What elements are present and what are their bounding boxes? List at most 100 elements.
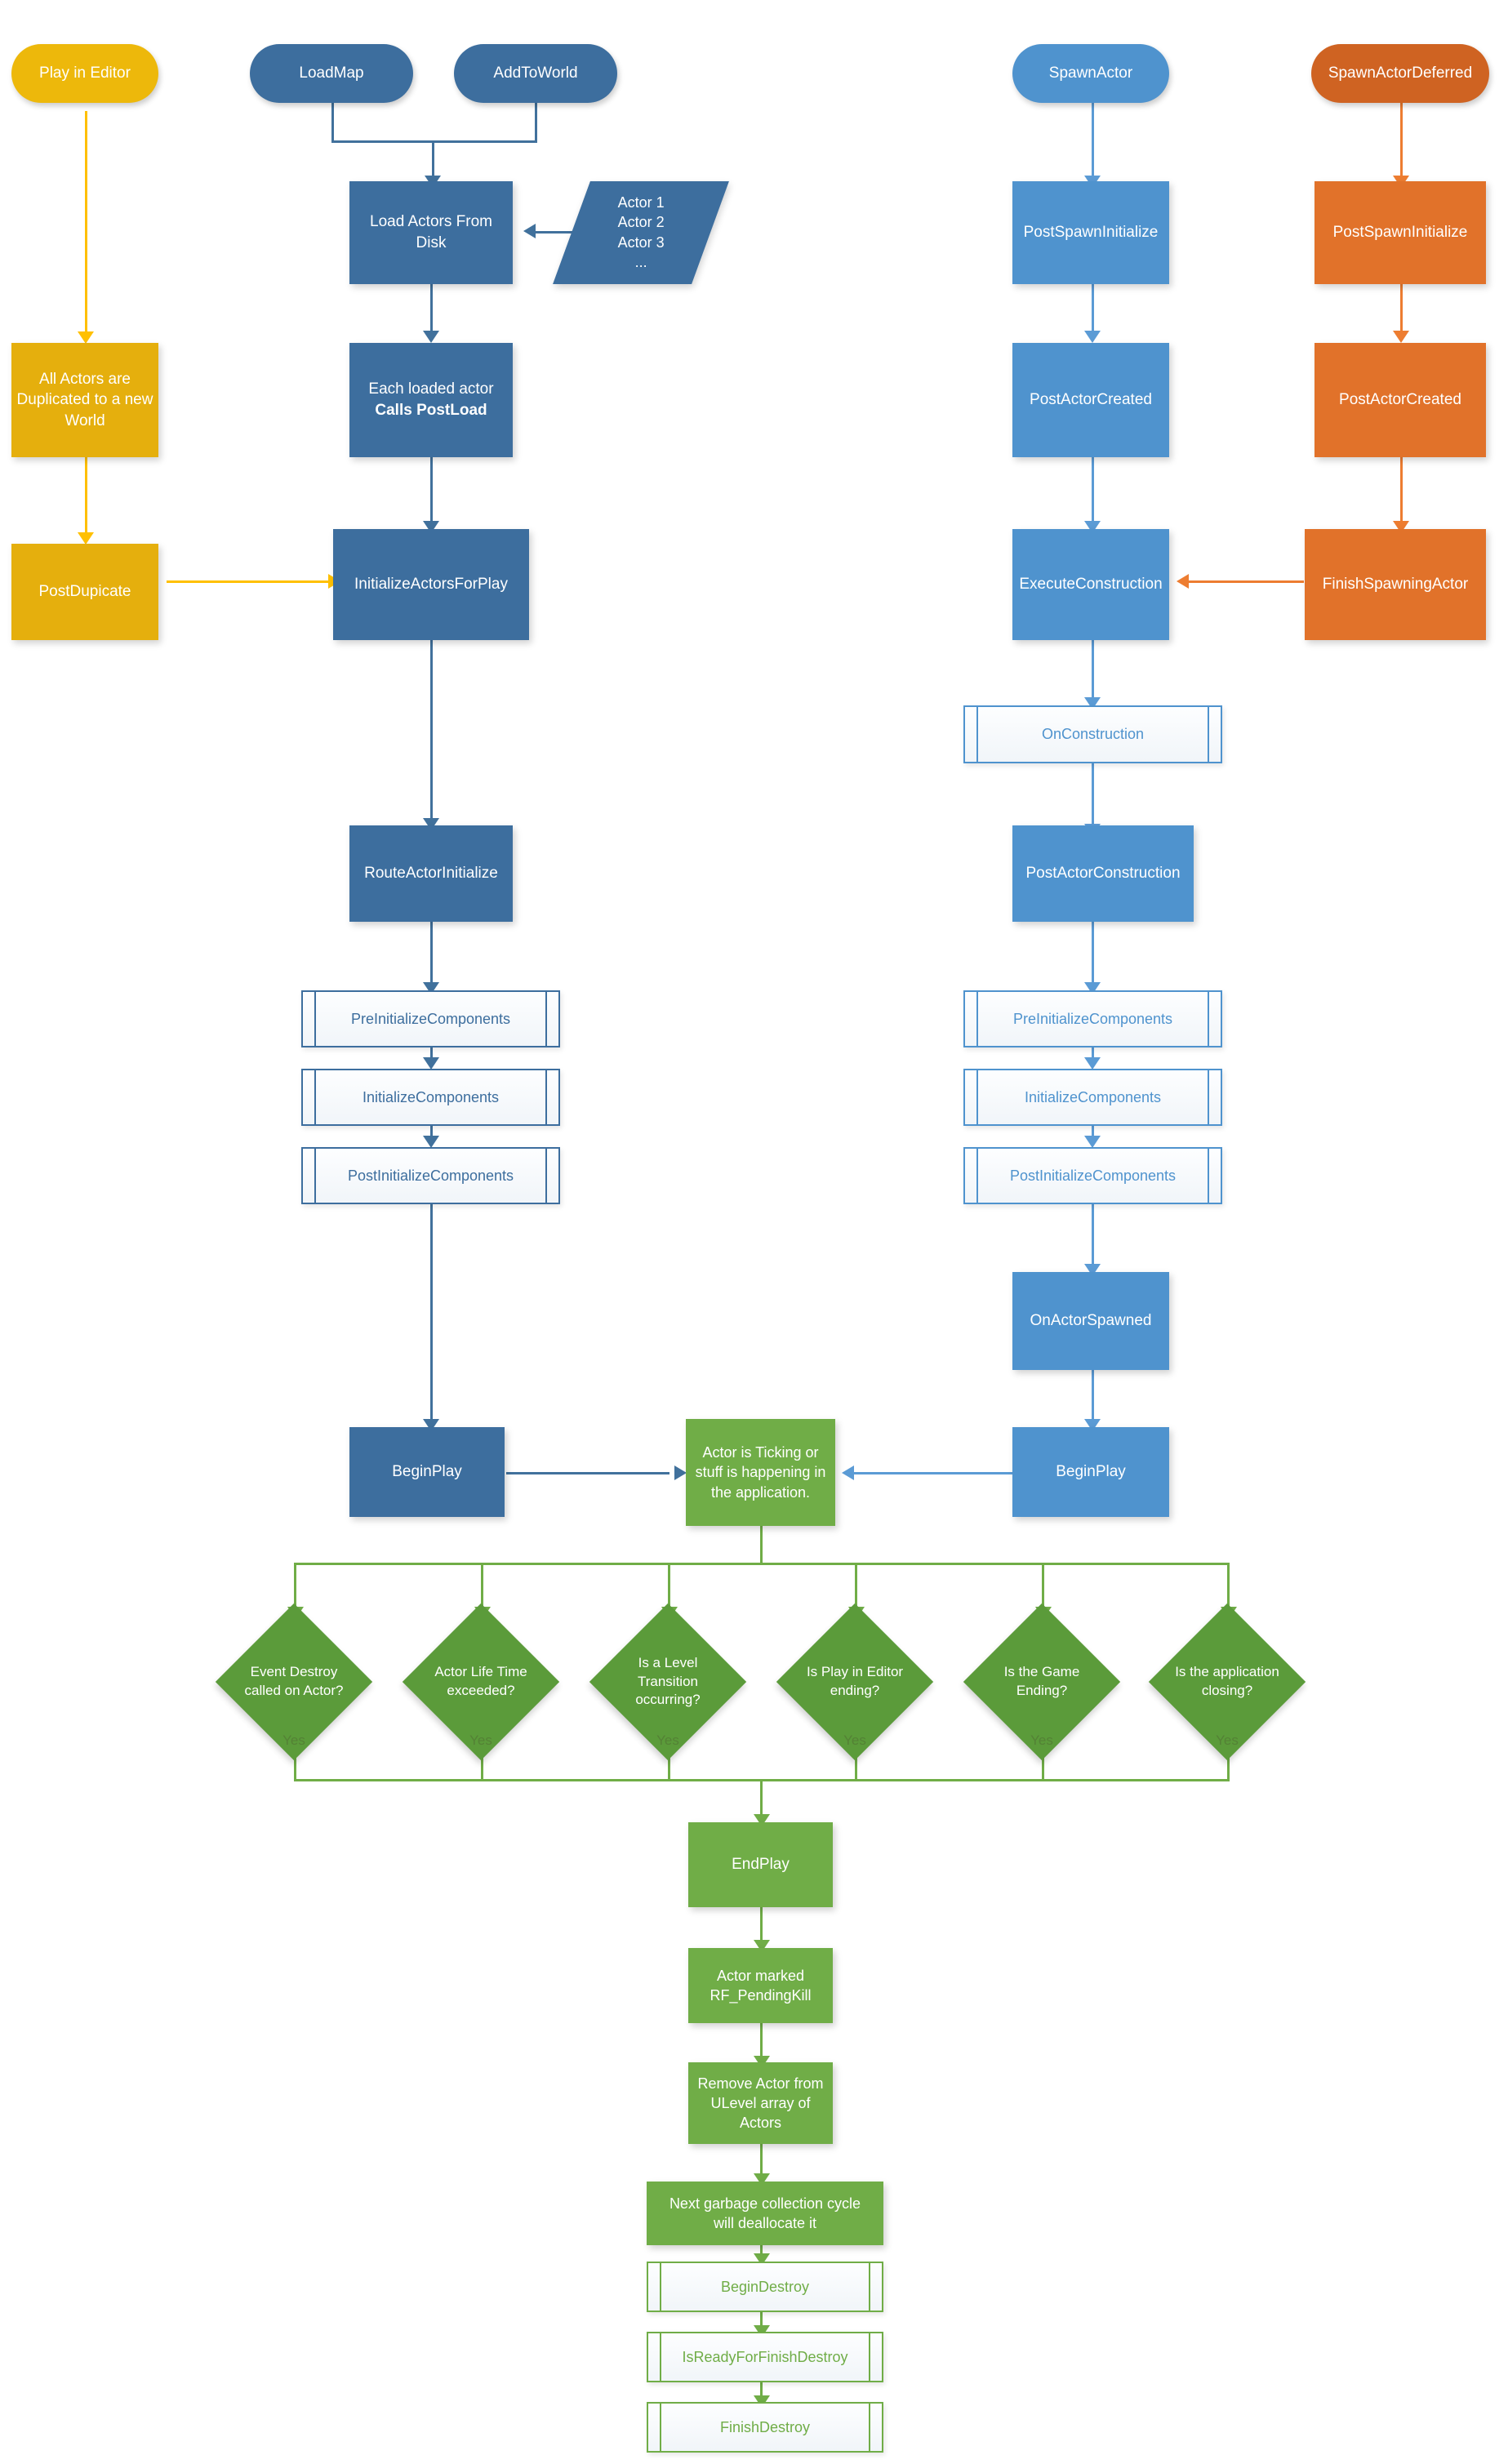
node-begin-play-left[interactable]: BeginPlay [349, 1427, 505, 1517]
pendingkill-line-2: RF_PendingKill [710, 1987, 812, 2004]
node-label: ExecuteConstruction [1019, 576, 1163, 594]
pendingkill-line-1: Actor marked [716, 1967, 805, 1984]
connector-init-to-postinit-left [430, 1126, 433, 1142]
connector-ticking-down [760, 1526, 763, 1565]
decision-label: Event Destroy called on Actor? [220, 1626, 367, 1737]
node-actor-ticking[interactable]: Actor is Ticking or stuff is happening i… [686, 1419, 835, 1526]
connector-preinit-to-init-right [1092, 1047, 1094, 1064]
connector-executeconstruction-to-onconstruction [1092, 640, 1094, 705]
node-post-actor-construction[interactable]: PostActorConstruction [1012, 825, 1194, 922]
connector-routeinit-to-preinit [430, 922, 433, 990]
node-on-construction[interactable]: OnConstruction [963, 705, 1222, 763]
node-label: PostInitializeComponents [1009, 1167, 1177, 1184]
decision-label: Is the application closing? [1154, 1626, 1301, 1737]
node-label: PreInitializeComponents [1012, 1010, 1173, 1027]
node-begin-destroy[interactable]: BeginDestroy [647, 2262, 883, 2312]
connector-join-to-loadactors [432, 140, 434, 182]
node-begin-play-right[interactable]: BeginPlay [1012, 1427, 1169, 1517]
node-initialize-components-right[interactable]: InitializeComponents [963, 1069, 1222, 1126]
node-play-in-editor[interactable]: Play in Editor [11, 44, 158, 103]
node-label: PostActorCreated [1030, 391, 1152, 409]
decision-line-1: Is the application [1175, 1664, 1279, 1680]
decision-game-ending[interactable]: Is the Game Ending? [963, 1603, 1121, 1761]
node-pre-initialize-components-right[interactable]: PreInitializeComponents [963, 990, 1222, 1047]
node-load-map[interactable]: LoadMap [250, 44, 413, 103]
decision-label: Is a Level Transition occurring? [594, 1626, 741, 1737]
node-label: All Actors are Duplicated to a new World [16, 370, 153, 429]
node-spawn-actor-deferred[interactable]: SpawnActorDeferred [1311, 44, 1489, 103]
node-label: LoadMap [299, 64, 364, 82]
node-label: OnActorSpawned [1030, 1312, 1152, 1330]
arrowhead-init-to-postinit-right [1084, 1136, 1101, 1148]
arrowhead-postspawninit-to-postactorcreated-deferred [1393, 331, 1409, 343]
connector-loadactors-to-postload [430, 284, 433, 337]
connector-loadmap-addtoworld-join [331, 140, 537, 143]
decision-line-1: Is a Level [638, 1654, 698, 1670]
node-is-ready-for-finish-destroy[interactable]: IsReadyForFinishDestroy [647, 2332, 883, 2382]
node-post-spawn-initialize[interactable]: PostSpawnInitialize [1012, 181, 1169, 284]
node-finish-destroy[interactable]: FinishDestroy [647, 2402, 883, 2453]
node-post-initialize-components-right[interactable]: PostInitializeComponents [963, 1147, 1222, 1204]
node-label: InitializeComponents [1024, 1088, 1162, 1105]
node-label: Play in Editor [39, 64, 131, 82]
yes-label-5: Yes [1030, 1732, 1053, 1748]
node-remove-actor-from-ulevel[interactable]: Remove Actor from ULevel array of Actors [688, 2062, 833, 2144]
node-label: EndPlay [732, 1856, 790, 1874]
node-end-play[interactable]: EndPlay [688, 1822, 833, 1907]
node-label: PostActorConstruction [1025, 865, 1181, 883]
decision-line-2: ending? [830, 1683, 880, 1698]
connector-postinit-to-onactorspawned [1092, 1204, 1094, 1271]
decision-drop-6 [1227, 1563, 1230, 1613]
node-garbage-collection[interactable]: Next garbage collection cycle will deall… [647, 2182, 883, 2245]
node-label: Next garbage collection cycle will deall… [647, 2194, 883, 2234]
decision-application-closing[interactable]: Is the application closing? [1148, 1603, 1306, 1761]
yes-label-6: Yes [1216, 1732, 1239, 1748]
node-finish-spawning-actor[interactable]: FinishSpawningActor [1305, 529, 1486, 640]
node-load-actors-from-disk[interactable]: Load Actors From Disk [349, 181, 513, 284]
connector-init-to-postinit-right [1092, 1126, 1094, 1142]
node-label: PostDupicate [38, 583, 131, 601]
decision-level-transition[interactable]: Is a Level Transition occurring? [589, 1603, 747, 1761]
node-route-actor-initialize[interactable]: RouteActorInitialize [349, 825, 513, 922]
node-label: PreInitializeComponents [350, 1010, 511, 1027]
connector-postduplicate-to-initactors [167, 580, 332, 583]
connector-endplay-to-pendingkill [760, 1907, 763, 1946]
node-post-actor-created[interactable]: PostActorCreated [1012, 343, 1169, 457]
node-actor-marked-pendingkill[interactable]: Actor marked RF_PendingKill [688, 1948, 833, 2023]
node-initialize-actors-for-play[interactable]: InitializeActorsForPlay [333, 529, 529, 640]
connector-postspawninit-to-postactorcreated-deferred [1400, 284, 1403, 337]
connector-initactors-to-routeinit [430, 640, 433, 825]
decision-line-2: Ending? [1016, 1683, 1068, 1698]
decision-line-1: Actor Life Time [434, 1664, 527, 1680]
connector-addtoworld-down [535, 103, 537, 142]
decision-drop-4 [855, 1563, 857, 1613]
decision-actor-life-time[interactable]: Actor Life Time exceeded? [402, 1603, 560, 1761]
node-label: PostInitializeComponents [347, 1167, 514, 1184]
connector-postactorconstruction-to-preinit [1092, 922, 1094, 990]
node-each-loaded-actor-postload[interactable]: Each loaded actor Calls PostLoad [349, 343, 513, 457]
node-post-spawn-initialize-deferred[interactable]: PostSpawnInitialize [1314, 181, 1486, 284]
ticking-line-3: the application. [710, 1483, 811, 1501]
node-post-duplicate[interactable]: PostDupicate [11, 544, 158, 640]
node-execute-construction[interactable]: ExecuteConstruction [1012, 529, 1169, 640]
node-post-actor-created-deferred[interactable]: PostActorCreated [1314, 343, 1486, 457]
arrowhead-preinit-to-init-right [1084, 1057, 1101, 1070]
decision-event-destroy[interactable]: Event Destroy called on Actor? [215, 1603, 373, 1761]
decision-line-1: Event Destroy [250, 1664, 338, 1680]
node-label: PostSpawnInitialize [1332, 224, 1468, 242]
node-spawn-actor[interactable]: SpawnActor [1012, 44, 1169, 103]
decision-play-in-editor-ending[interactable]: Is Play in Editor ending? [776, 1603, 934, 1761]
decision-line-1: Is Play in Editor [806, 1664, 904, 1680]
node-on-actor-spawned[interactable]: OnActorSpawned [1012, 1272, 1169, 1370]
node-pre-initialize-components-left[interactable]: PreInitializeComponents [301, 990, 560, 1047]
connector-merge-to-endplay [760, 1779, 763, 1821]
node-actor-list[interactable]: Actor 1 Actor 2 Actor 3 ... [553, 181, 729, 284]
postload-line-2: Calls PostLoad [375, 402, 487, 419]
node-post-initialize-components-left[interactable]: PostInitializeComponents [301, 1147, 560, 1204]
node-all-actors-duplicated[interactable]: All Actors are Duplicated to a new World [11, 343, 158, 457]
actor-list-line-4: ... [634, 254, 647, 271]
decision-line-2: closing? [1201, 1683, 1253, 1698]
node-add-to-world[interactable]: AddToWorld [454, 44, 617, 103]
node-label: PostSpawnInitialize [1023, 224, 1159, 242]
node-initialize-components-left[interactable]: InitializeComponents [301, 1069, 560, 1126]
